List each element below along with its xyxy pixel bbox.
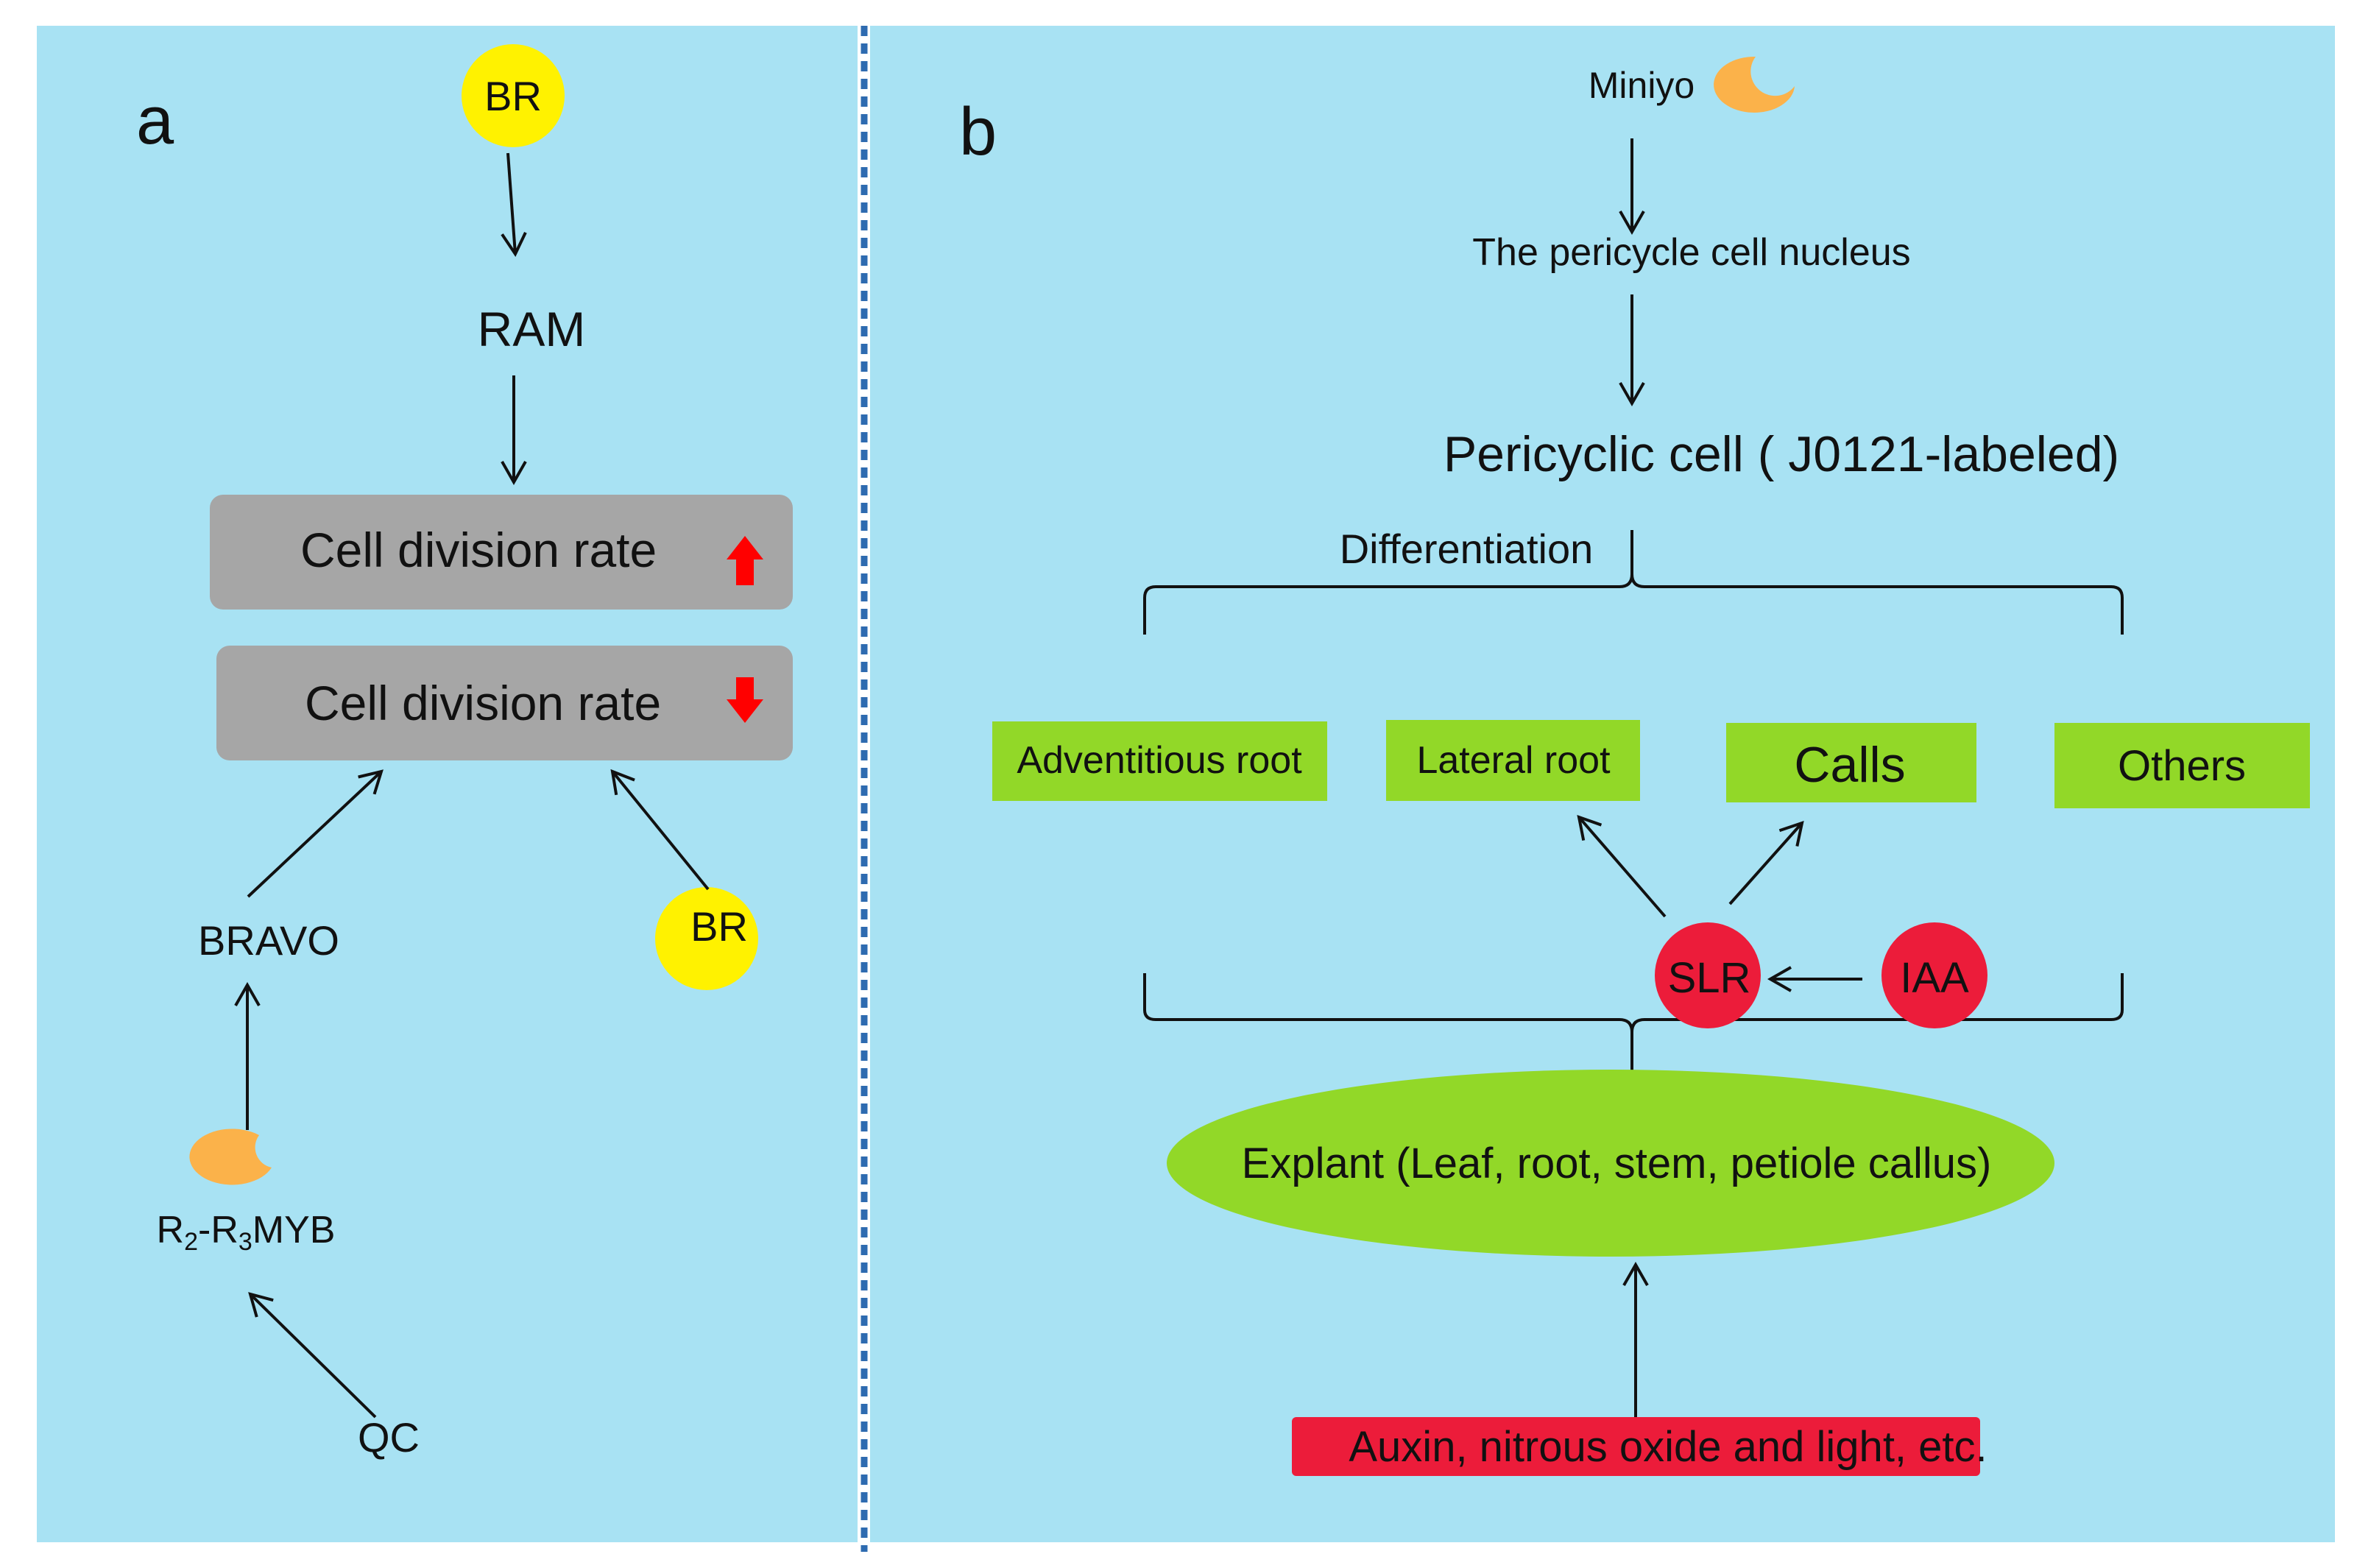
cell-division-rate-down-box bbox=[216, 646, 793, 760]
br-top-label: BR bbox=[484, 73, 542, 119]
myb-r: R bbox=[157, 1209, 185, 1251]
arrow-br-to-ram bbox=[501, 152, 527, 258]
myb-rest: MYB bbox=[252, 1209, 336, 1251]
iaa-label: IAA bbox=[1900, 954, 1969, 1002]
panel-b-label: b bbox=[959, 94, 997, 169]
others-label: Others bbox=[2118, 742, 2246, 790]
lateral-root-label: Lateral root bbox=[1416, 739, 1611, 782]
panel-a-label: a bbox=[136, 83, 174, 158]
orange-bitten-circle-icon bbox=[189, 1129, 272, 1185]
others-box bbox=[2054, 723, 2310, 808]
cell-division-rate-up-box bbox=[210, 495, 793, 610]
ram-label: RAM bbox=[478, 302, 586, 356]
qc-label: QC bbox=[358, 1414, 420, 1461]
adventitious-root-box bbox=[992, 721, 1327, 801]
lateral-root-box bbox=[1386, 720, 1640, 801]
br-top-node bbox=[462, 44, 565, 147]
explant-brace bbox=[1143, 973, 2124, 1075]
myb-sub1: 2 bbox=[184, 1228, 198, 1256]
arrow-qc-to-myb bbox=[248, 1292, 377, 1419]
bravo-label: BRAVO bbox=[198, 917, 339, 964]
miniyo-label: Miniyo bbox=[1589, 65, 1695, 106]
explant-label: Explant (Leaf, root, stem, petiole callu… bbox=[1242, 1140, 1992, 1187]
calls-box bbox=[1726, 723, 1976, 802]
pericyclic-cell-label: Pericyclic cell ( J0121-labeled) bbox=[1444, 426, 2119, 482]
differentiation-brace bbox=[1143, 530, 2124, 635]
adventitious-root-label: Adventitious root bbox=[1017, 739, 1302, 782]
myb-sub2: 3 bbox=[238, 1228, 252, 1256]
red-up-arrow-icon bbox=[727, 536, 763, 585]
red-down-arrow-icon bbox=[727, 677, 763, 723]
cell-division-rate-up-label: Cell division rate bbox=[300, 523, 657, 577]
br-right-label: BR bbox=[690, 903, 748, 950]
slr-node bbox=[1655, 922, 1761, 1028]
nucleus-label: The pericycle cell nucleus bbox=[1472, 231, 1910, 274]
arrow-slr-to-lateral-root bbox=[1577, 814, 1667, 918]
r2-r3-myb-label: R2-R3MYB bbox=[157, 1209, 336, 1256]
slr-label: SLR bbox=[1668, 954, 1751, 1002]
calls-label: Calls bbox=[1794, 737, 1905, 793]
differentiation-label: Differentiation bbox=[1340, 526, 1594, 572]
arrow-slr-to-calls bbox=[1728, 820, 1804, 905]
explant-ellipse bbox=[1167, 1070, 2054, 1257]
inducers-box bbox=[1292, 1417, 1980, 1476]
panel-a-background bbox=[37, 26, 858, 1542]
arrow-br-to-rate-down bbox=[610, 769, 710, 891]
br-right-node bbox=[655, 887, 758, 990]
inducers-label: Auxin, nitrous oxide and light, etc. bbox=[1349, 1423, 1987, 1471]
orange-bitten-circle-icon bbox=[1714, 56, 1795, 113]
cell-division-rate-down-label: Cell division rate bbox=[305, 676, 661, 730]
iaa-node bbox=[1881, 922, 1987, 1028]
arrow-bravo-to-rate-down bbox=[247, 769, 384, 898]
myb-mid: -R bbox=[198, 1209, 238, 1251]
